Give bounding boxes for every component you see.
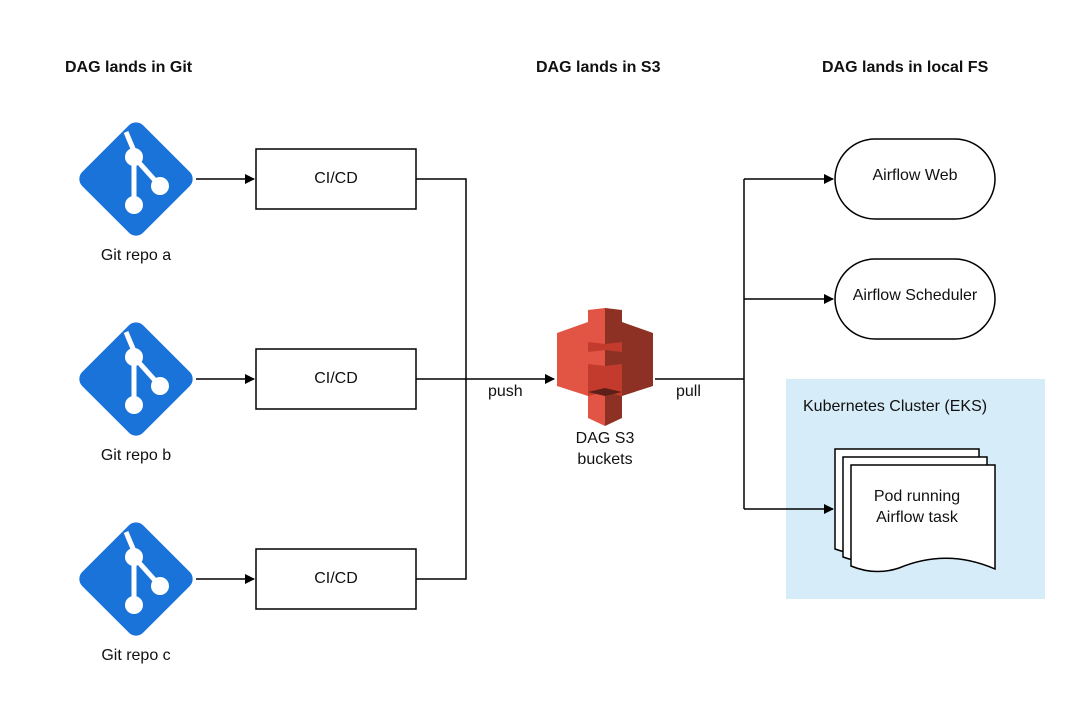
cicd-box-b <box>255 348 417 410</box>
cicd-a-label: CI/CD <box>314 170 358 187</box>
header-dag-s3: DAG lands in S3 <box>536 59 661 76</box>
airflow-web-node <box>834 138 996 220</box>
git-repo-b-label: Git repo b <box>100 447 172 464</box>
pull-label: pull <box>676 383 701 400</box>
cicd-c-label: CI/CD <box>314 570 358 587</box>
airflow-web-label: Airflow Web <box>872 167 958 184</box>
cicd-box-a <box>255 148 417 210</box>
header-dag-git: DAG lands in Git <box>65 59 193 76</box>
s3-label-line1: DAG S3 <box>575 430 635 447</box>
git-logo-icon <box>79 122 193 236</box>
pod-label-line2: Airflow task <box>876 509 958 526</box>
cicd-b-label: CI/CD <box>314 370 358 387</box>
cicd-box-c <box>255 548 417 610</box>
git-repo-a-label: Git repo a <box>100 247 172 264</box>
git-logo-icon <box>79 322 193 436</box>
pod-label-line1: Pod running <box>873 488 961 505</box>
s3-label-line2: buckets <box>577 451 633 468</box>
aws-s3-bucket-icon <box>557 308 653 426</box>
pod-stack-icon <box>834 448 996 573</box>
airflow-scheduler-node <box>834 258 996 340</box>
cluster-title: Kubernetes Cluster (EKS) <box>803 398 988 415</box>
airflow-scheduler-label: Airflow Scheduler <box>852 287 978 304</box>
git-logo-icon <box>79 522 193 636</box>
push-label: push <box>488 383 523 400</box>
header-dag-local-fs: DAG lands in local FS <box>822 59 989 76</box>
git-repo-c-label: Git repo c <box>101 647 171 664</box>
